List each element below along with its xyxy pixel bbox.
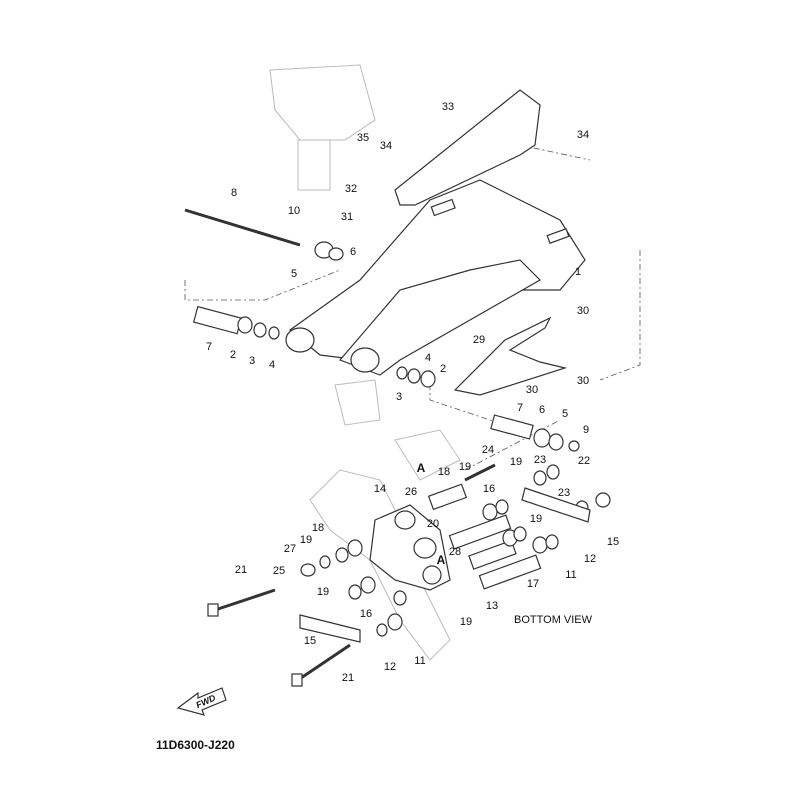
fwd-arrow-icon: FWD	[176, 687, 227, 716]
callout-8: 8	[231, 187, 237, 199]
callout-5: 5	[562, 408, 568, 420]
callout-25: 25	[273, 565, 285, 577]
callout-30: 30	[526, 384, 538, 396]
callout-22: 22	[578, 455, 590, 467]
callout-33: 33	[442, 101, 454, 113]
callout-32: 32	[345, 183, 357, 195]
callout-12: 12	[384, 661, 396, 673]
callout-5: 5	[291, 268, 297, 280]
callout-13: 13	[486, 600, 498, 612]
bolts	[207, 588, 351, 687]
callout-18: 18	[312, 522, 324, 534]
connecting-rods	[299, 487, 591, 643]
pivot-shaft	[184, 208, 344, 261]
callout-16: 16	[360, 608, 372, 620]
callout-34: 34	[577, 129, 589, 141]
callout-20: 20	[427, 518, 439, 530]
link-bushings	[300, 463, 611, 637]
callout-15: 15	[607, 536, 619, 548]
callout-19: 19	[317, 586, 329, 598]
callout-29: 29	[473, 334, 485, 346]
callout-7: 7	[517, 402, 523, 414]
callout-10: 10	[288, 205, 300, 217]
left-bushing-set	[192, 305, 436, 388]
callout-19: 19	[459, 461, 471, 473]
callout-24: 24	[482, 444, 494, 456]
callout-11: 11	[565, 569, 576, 581]
callout-A: A	[417, 461, 426, 475]
callout-34: 34	[380, 140, 392, 152]
swingarm	[285, 179, 586, 376]
callout-23: 23	[534, 454, 546, 466]
callout-11: 11	[414, 655, 425, 667]
callout-19: 19	[510, 456, 522, 468]
callout-35: 35	[357, 132, 369, 144]
callout-A: A	[437, 553, 446, 567]
chain-guard	[394, 89, 541, 206]
drawing-code: 11D6300-J220	[156, 738, 235, 752]
callout-3: 3	[249, 355, 255, 367]
callout-2: 2	[440, 363, 446, 375]
callout-14: 14	[374, 483, 386, 495]
callout-1: 1	[575, 266, 581, 278]
callout-19: 19	[300, 534, 312, 546]
callout-21: 21	[342, 672, 354, 684]
callout-19: 19	[530, 513, 542, 525]
callout-28: 28	[449, 546, 461, 558]
bottom-view-label: BOTTOM VIEW	[514, 614, 593, 626]
callout-4: 4	[269, 359, 275, 371]
relay-arm	[369, 504, 451, 591]
callout-2: 2	[230, 349, 236, 361]
callout-26: 26	[405, 486, 417, 498]
callout-27: 27	[284, 543, 296, 555]
frame-ghost	[309, 379, 461, 661]
callout-12: 12	[584, 553, 596, 565]
callout-17: 17	[527, 578, 539, 590]
callout-4: 4	[425, 352, 431, 364]
callout-30: 30	[577, 305, 589, 317]
callout-6: 6	[350, 246, 356, 258]
callout-3: 3	[396, 391, 402, 403]
callout-31: 31	[341, 211, 353, 223]
battery-box-ghost	[269, 64, 376, 191]
callout-15: 15	[304, 635, 316, 647]
callout-23: 23	[558, 487, 570, 499]
callout-16: 16	[483, 483, 495, 495]
callout-18: 18	[438, 466, 450, 478]
callout-6: 6	[539, 404, 545, 416]
callout-9: 9	[583, 424, 589, 436]
callout-19: 19	[460, 616, 472, 628]
chain-guide	[453, 316, 568, 396]
callout-30: 30	[577, 375, 589, 387]
callout-7: 7	[206, 341, 212, 353]
callout-21: 21	[235, 564, 247, 576]
right-bushing-set	[490, 414, 580, 452]
